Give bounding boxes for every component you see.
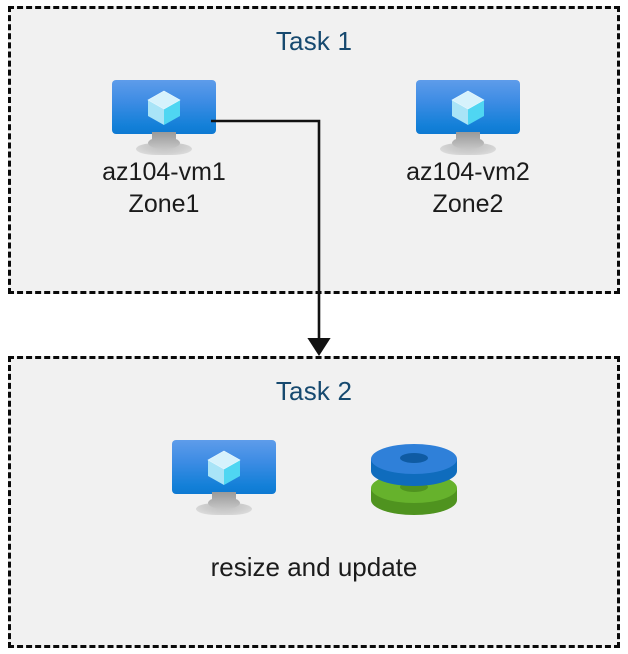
task-1-title: Task 1 <box>275 26 353 56</box>
vm-label-az104-vm2: az104-vm2 Zone2 <box>382 156 554 220</box>
monitor-base <box>440 137 496 155</box>
task-2-title: Task 2 <box>275 376 353 406</box>
cube-icon <box>207 450 241 485</box>
virtual-machine-icon[interactable] <box>172 440 276 516</box>
vm-node-az104-vm2[interactable]: az104-vm2 Zone2 <box>382 80 554 220</box>
vm-name-text: az104-vm1 <box>102 158 226 186</box>
monitor-base <box>136 137 192 155</box>
virtual-machine-icon <box>112 80 216 156</box>
monitor-screen <box>172 440 276 494</box>
virtual-machine-icon <box>416 80 520 156</box>
task-2-container <box>8 356 620 648</box>
monitor-screen <box>416 80 520 134</box>
disks-svg <box>371 444 457 515</box>
task-2-icon-row <box>140 440 460 530</box>
managed-disks-icon[interactable] <box>368 440 460 520</box>
vm-label-az104-vm1: az104-vm1 Zone1 <box>78 156 250 220</box>
vm-zone-text: Zone2 <box>432 190 504 218</box>
vm-name-text: az104-vm2 <box>406 158 530 186</box>
monitor-screen <box>112 80 216 134</box>
cube-icon <box>451 90 485 125</box>
vm-zone-text: Zone1 <box>128 190 200 218</box>
task-2-caption: resize and update <box>210 552 418 582</box>
monitor-base <box>196 497 252 515</box>
vm-node-az104-vm1[interactable]: az104-vm1 Zone1 <box>78 80 250 220</box>
cube-icon <box>147 90 181 125</box>
